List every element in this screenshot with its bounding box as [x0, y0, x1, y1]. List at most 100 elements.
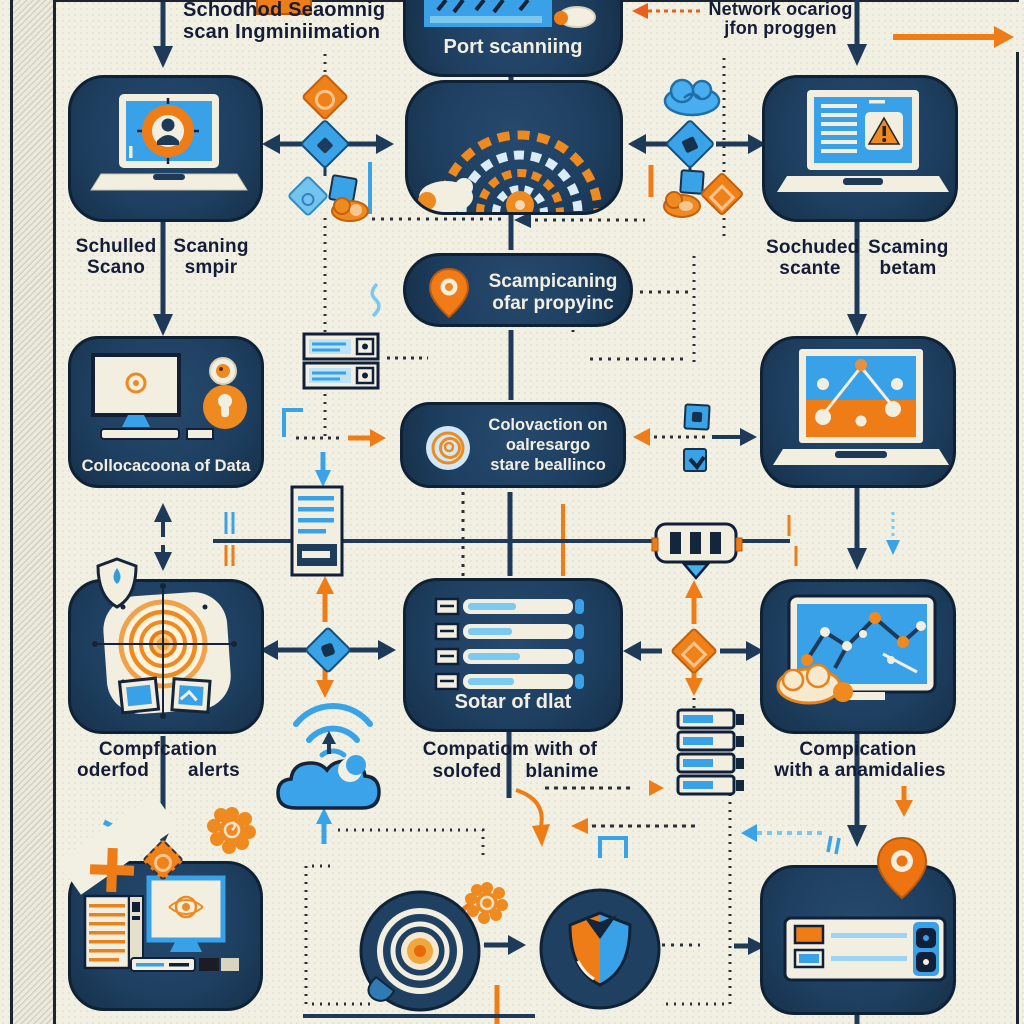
- caption-top-left-line1: Schodhod Seaomnig: [183, 0, 386, 21]
- top-orange-fragment: [256, 0, 312, 15]
- orange-arrow-right-mid: [348, 429, 386, 447]
- gear-flower-icon: [207, 807, 256, 854]
- collection-label: Collocacoona of Data: [81, 456, 251, 475]
- frame-left-line-inner: [53, 0, 56, 1024]
- node-radar: [68, 579, 264, 734]
- monitor-network-icon: [776, 594, 937, 705]
- node-laptop-user: [68, 75, 263, 222]
- laptop-user-scan-icon: [90, 94, 248, 191]
- dashed-orange-chevron-right: [545, 780, 664, 796]
- blue-squiggle: [370, 282, 381, 318]
- label-line: Scano: [86, 256, 146, 278]
- node-fingerprint: [405, 80, 623, 215]
- label-line: betam: [879, 257, 937, 279]
- location-pin-icon: [876, 836, 928, 900]
- label-line: Schulled: [75, 236, 157, 257]
- colovastion-label-line2: oalresargo: [505, 436, 591, 454]
- orange-arrow-up-right: [685, 580, 703, 624]
- node-collection: Collocacoona of Data: [68, 336, 264, 488]
- orange-tick-bars-left: [224, 545, 235, 566]
- node-store: Sotar of dlat: [403, 578, 623, 732]
- label-scheduled-scan-left: Schulled Scano: [72, 236, 160, 278]
- label-scanning-right: Scaming betam: [868, 237, 949, 279]
- label-line: Sochuded: [766, 237, 860, 258]
- arrow-right-row3-left: [350, 640, 396, 660]
- arrow-down-into-laptop-warning: [847, 0, 867, 66]
- arrow-up-from-radar: [154, 503, 172, 537]
- server-rows-icon: [434, 597, 584, 691]
- server-tower-icon: [676, 708, 744, 796]
- cloud-monitor-icon: [776, 663, 853, 705]
- spiral-icon: [426, 426, 470, 470]
- shield-droplet-icon: [96, 557, 138, 609]
- orange-dashed-arrow-left-top: [632, 3, 700, 19]
- blue-square-icon: [683, 403, 711, 431]
- label-compication-line2: with a anamidalies: [774, 760, 946, 781]
- node-colovastion: Colovaction on oalresargo stare beallinc…: [400, 402, 626, 488]
- orange-arrow-down-form: [895, 786, 913, 817]
- blue-tick-bars: [224, 512, 235, 534]
- orange-chevron-left-row2: [633, 428, 650, 446]
- fingerprint-arc-icon: [418, 130, 603, 212]
- blue-square-icon: [683, 448, 707, 472]
- caption-top-right: Network ocariog jfon proggen: [698, 0, 863, 39]
- node-laptop-warning: [762, 75, 958, 222]
- radar-target-icon: [92, 583, 237, 719]
- node-monitor-network: [760, 579, 956, 734]
- blue-arrow-down-mid: [315, 452, 331, 487]
- server-2row-icon: [302, 332, 380, 390]
- node-shield-circle: [539, 888, 661, 1010]
- arrow-down-into-laptop-user: [153, 2, 173, 68]
- frame-left-hatch-strip: [13, 0, 53, 1024]
- node-desktop-doc: [68, 861, 263, 1011]
- laptop-graph-icon: [773, 349, 949, 465]
- orange-cloud-icon: [663, 191, 701, 218]
- caption-top-left-line2: scan Ingminiimation: [183, 20, 381, 43]
- node-port-scanning: Port scanniing: [403, 0, 623, 77]
- caption-top-right-line1: Network ocariog: [708, 0, 853, 19]
- label-compatiom-b: blanime: [525, 761, 599, 782]
- node-radar-magnifier: [359, 890, 481, 1012]
- moon-cloud-icon: [276, 755, 381, 810]
- white-cloud-icon: [554, 6, 596, 28]
- gear-flower-icon: [465, 882, 508, 924]
- label-compatiom-heading: Compatiom with of: [422, 739, 598, 760]
- port-screen-icon: [424, 0, 552, 27]
- arrow-right-row3-right: [720, 641, 764, 661]
- label-compication-line1: Compication: [799, 739, 917, 760]
- arrow-down-into-form: [847, 728, 867, 847]
- blue-cloud-icon: [663, 78, 721, 117]
- label-compfcation-heading: Compfcation: [98, 739, 218, 760]
- photo-icon: [170, 677, 212, 714]
- arrow-right-into-form: [734, 937, 766, 955]
- server-row: [676, 774, 744, 796]
- blue-dashed-arrow-down-right: [886, 512, 900, 555]
- label-line: Scaming: [868, 237, 949, 258]
- blue-bracket: [598, 836, 628, 858]
- caption-top-right-line2: jfon proggen: [724, 18, 837, 39]
- arrow-down-into-monitor-network: [847, 486, 867, 570]
- arrow-down-into-collection: [153, 222, 173, 336]
- form-panel-icon: [783, 916, 947, 982]
- arrow-right-into-laptop-graph: [712, 428, 757, 446]
- frame-left-line-outer: [10, 0, 13, 1024]
- orange-arrow-right-top: [893, 26, 1014, 48]
- dashed-orange-chevron-left: [571, 818, 700, 834]
- arrow-left-row3-right: [623, 641, 662, 661]
- colovastion-label-line1: Colovaction on: [488, 416, 608, 434]
- server-row: [434, 647, 584, 666]
- desktop-document-icon: [83, 875, 239, 972]
- factory-filter-icon: [651, 522, 743, 580]
- dashed-cloud-to-radar: [338, 828, 485, 858]
- arrow-left-row3-left: [260, 640, 306, 660]
- arrow-right-row1-right: [716, 134, 766, 154]
- orange-arrow-up-left: [316, 576, 334, 622]
- orange-tick-bars-right: [787, 515, 798, 566]
- server-row: [676, 752, 744, 774]
- label-line: smpir: [184, 256, 238, 278]
- label-scheduled-scan-right: Sochuded scante: [766, 237, 860, 279]
- scan-pill-label-line1: Scampicaning: [488, 271, 618, 292]
- label-scanning-left: Scaning smpir: [172, 236, 250, 278]
- small-arrow-up-wifi: [322, 731, 336, 754]
